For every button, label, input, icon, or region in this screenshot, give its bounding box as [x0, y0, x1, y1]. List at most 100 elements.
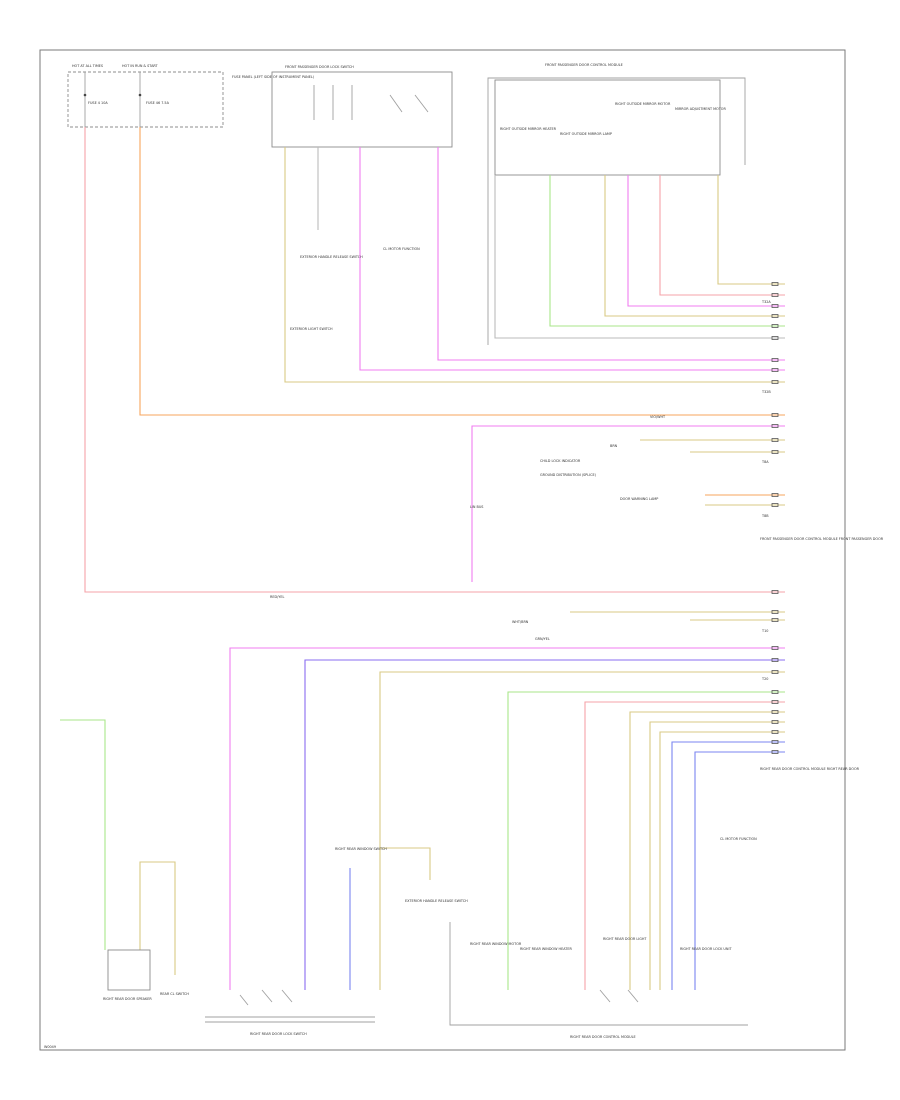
purple-rear-wire [304, 659, 785, 990]
blue-rear-wire [671, 741, 785, 990]
red-rear-wire [584, 701, 785, 990]
t8a-label: T8A [761, 460, 769, 464]
connector-terminal [771, 658, 779, 662]
fuse-label-a: FUSE 4 10A [88, 101, 108, 105]
red-main-wire [84, 127, 785, 593]
wht-brn-label: WHT/BRN [512, 620, 529, 624]
red-module-wire [659, 175, 785, 296]
connector-terminal [771, 740, 779, 744]
rear-door-area: RIGHT REAR DOOR SPEAKER REAR CL SWITCH R… [103, 847, 748, 1039]
connector-terminal [771, 413, 779, 417]
connector-terminal [771, 700, 779, 704]
page-code: W0049 [44, 1045, 56, 1049]
connector-terminal [771, 730, 779, 734]
rear-window-motor-label: RIGHT REAR WINDOW MOTOR [470, 942, 522, 946]
vio-wht-label: VIO/WHT [650, 415, 666, 419]
red-yel-label: RED/YEL [270, 595, 284, 599]
exterior-light-switch-label: EXTERIOR LIGHT SWITCH [290, 327, 333, 331]
yellow-rear-wire-d [659, 731, 785, 990]
connector-terminal [771, 336, 779, 340]
green-module-wire [549, 175, 785, 327]
ground-distribution-label: GROUND DISTRIBUTION (SPLICE) [540, 473, 597, 477]
green-rear-wire [507, 691, 785, 990]
child-lock-label: CHILD LOCK INDICATOR [540, 459, 581, 463]
connector-terminal [771, 610, 779, 614]
door-lamp-label: DOOR WARNING LAMP [620, 497, 658, 501]
wire-group [60, 127, 785, 990]
magenta-top-wire-a [359, 147, 785, 371]
connector-terminal [771, 282, 779, 286]
yellow-rear-wire-c [649, 721, 785, 990]
yellow-top-wire [284, 147, 785, 383]
exterior-handle-switch-label: EXTERIOR HANDLE RELEASE SWITCH [300, 255, 363, 259]
yellow-module-wire-b [717, 175, 785, 285]
magenta-lin-wire [471, 425, 785, 582]
front-passenger-control-module: FRONT PASSENGER DOOR CONTROL MODULE RIGH… [487, 63, 746, 345]
fuse-label-b: FUSE 46 7.5A [146, 101, 170, 105]
diagram-frame [39, 49, 846, 1051]
brn-label: BRN [610, 444, 618, 448]
cl-function-2-label: CL MOTOR FUNCTION [720, 837, 757, 841]
connector-terminal [771, 324, 779, 328]
yellow-rear-wire-b [629, 711, 785, 990]
front-pass-module-label: FRONT PASSENGER DOOR CONTROL MODULE FRON… [760, 537, 884, 541]
yellow-module-wire [604, 175, 785, 317]
magenta-rear-wire [229, 647, 785, 990]
magenta-module-wire [627, 175, 785, 307]
mirror-heater-label: RIGHT OUTSIDE MIRROR HEATER [500, 127, 557, 131]
t32a-label: T32A [761, 300, 771, 304]
rear-window-switch-label: RIGHT REAR WINDOW SWITCH [335, 847, 387, 851]
connector-terminal [771, 304, 779, 308]
hot-label-a: HOT AT ALL TIMES [72, 64, 103, 68]
connector-terminal [771, 750, 779, 754]
yellow-speaker-wire [139, 861, 176, 975]
grn-yel-label: GRN/YEL [535, 637, 550, 641]
t10-label: T10 [761, 629, 768, 633]
fuse-panel: HOT AT ALL TIMES HOT IN RUN & START FUSE… [67, 64, 315, 128]
connector-terminal [771, 503, 779, 507]
mirror-motor-label: RIGHT OUTSIDE MIRROR MOTOR [615, 102, 671, 106]
t20-label: T20 [761, 677, 768, 681]
connector-terminal [771, 720, 779, 724]
yellow-handle-wire [380, 847, 431, 880]
blue-rear-wire-b [694, 751, 785, 990]
rear-lock-switch-label: RIGHT REAR DOOR LOCK SWITCH [250, 1032, 307, 1036]
exterior-handle-2-label: EXTERIOR HANDLE RELEASE SWITCH [405, 899, 468, 903]
connector-terminal [771, 358, 779, 362]
connector-terminal [771, 293, 779, 297]
grey-module-wire [494, 175, 785, 339]
connector-terminal [771, 438, 779, 442]
connector-terminal [771, 618, 779, 622]
orange-wire [139, 127, 785, 416]
rear-speaker-label: RIGHT REAR DOOR SPEAKER [103, 997, 152, 1001]
green-speaker-wire [60, 719, 106, 950]
connector-terminal [771, 493, 779, 497]
connector-terminal [771, 710, 779, 714]
connector-terminal [771, 646, 779, 650]
rear-window-heater-label: RIGHT REAR WINDOW HEATER [520, 947, 572, 951]
rear-door-control-label: RIGHT REAR DOOR CONTROL MODULE [570, 1035, 636, 1039]
connector-terminal [771, 450, 779, 454]
front-passenger-lock-switch: FRONT PASSENGER DOOR LOCK SWITCH EXTERIO… [271, 65, 453, 331]
window-control-label: FRONT PASSENGER DOOR CONTROL MODULE [545, 63, 623, 67]
lin-bus-label: LIN BUS [470, 505, 483, 509]
rear-door-lock-unit-label: RIGHT REAR DOOR LOCK UNIT [680, 947, 732, 951]
connector-terminal [771, 690, 779, 694]
connector-terminal [771, 380, 779, 384]
hot-label-b: HOT IN RUN & START [122, 64, 159, 68]
t32b-label: T32B [761, 390, 771, 394]
connector-terminal [771, 424, 779, 428]
rear-door-light-label: RIGHT REAR DOOR LIGHT [603, 937, 647, 941]
lock-switch-label: FRONT PASSENGER DOOR LOCK SWITCH [285, 65, 354, 69]
connector-terminal [771, 314, 779, 318]
rear-cl-switch-label: REAR CL SWITCH [160, 992, 189, 996]
connector-terminal [771, 368, 779, 372]
fuse-panel-label: FUSE PANEL (LEFT SIDE OF INSTRUMENT PANE… [232, 75, 315, 79]
t8b-label: T8B [761, 514, 769, 518]
magenta-top-wire-b [437, 147, 785, 361]
mid-right-labels: T32A T32B T8A T8B T10 T20 CHILD LOCK IND… [270, 300, 884, 841]
connector-terminal [771, 590, 779, 594]
lock-function-label: CL MOTOR FUNCTION [383, 247, 420, 251]
rear-door-module-label: RIGHT REAR DOOR CONTROL MODULE RIGHT REA… [760, 767, 860, 771]
